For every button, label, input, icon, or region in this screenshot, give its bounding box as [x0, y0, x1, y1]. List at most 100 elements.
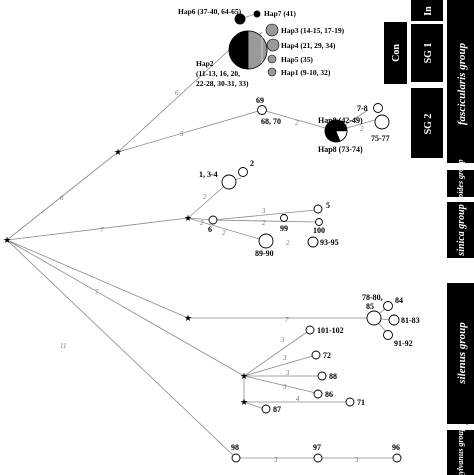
sg2-label: SG 2 [423, 114, 434, 135]
edge-mid-89 [187, 217, 267, 242]
label-hap2-line3: 22-28, 30-31, 33) [196, 79, 249, 88]
label-hap3: Hap3 (14-15, 17-19) [281, 26, 345, 35]
label-hap8-a: Hap8 (42-49) [318, 116, 363, 125]
median-vector-star: ★ [240, 397, 248, 407]
sinica-group-bar [447, 202, 474, 258]
median-vectors: ★ ★ ★ ★ ★ ★ [3, 147, 248, 407]
step-label: 3 [273, 456, 278, 464]
label-84: 84 [395, 296, 403, 305]
step-label: 4 [296, 395, 300, 403]
label-hap8-b: Hap8 (73-74) [318, 145, 363, 154]
node-hap8 [324, 119, 348, 143]
edge-6-5 [212, 209, 317, 221]
sylvanus-group-label: sylvanus group [456, 427, 465, 475]
edge-root-mid [6, 217, 189, 241]
sg1-label: SG 1 [423, 43, 434, 64]
label-hap6: Hap6 (37-40, 64-65) [178, 7, 242, 16]
step-label: 7 [285, 316, 289, 324]
sinica-group-label: sinica group [456, 204, 467, 256]
node-75-77 [374, 114, 390, 130]
label-99: 99 [280, 224, 288, 233]
node-71 [345, 397, 355, 407]
node-99 [280, 214, 288, 222]
edge-root-silenus [6, 239, 189, 319]
node-hap7 [253, 10, 261, 18]
step-label: 7 [100, 226, 104, 234]
step-label: 5 [180, 130, 184, 138]
edge-root-98 [6, 239, 237, 459]
step-label: 3 [282, 354, 287, 362]
node-hap1 [267, 67, 277, 77]
node-93-95 [307, 236, 319, 248]
node-100 [315, 218, 323, 226]
fascicularis-group-bar [447, 0, 474, 163]
label-72: 72 [323, 351, 331, 360]
step-label: 2 [203, 193, 207, 201]
median-vector-star: ★ [3, 235, 11, 245]
fascicularis-group-label: fascicularis group [456, 42, 468, 125]
label-100: 100 [313, 226, 325, 235]
in-label: In [423, 6, 434, 16]
step-label: 6 [175, 89, 179, 97]
node-97 [313, 453, 323, 463]
step-label: 2 [360, 125, 364, 133]
edge-6-99 [212, 219, 318, 223]
label-hap2-line2: (11-13, 16, 20, [196, 69, 240, 78]
sg2-bar [411, 88, 443, 158]
step-label: 3 [282, 383, 287, 391]
label-hap5: Hap5 (35) [281, 55, 313, 64]
node-87 [261, 404, 271, 414]
label-1-3-4: 1, 3-4 [199, 170, 218, 179]
con-bar [384, 22, 407, 84]
label-hap1: Hap1 (9-10, 32) [281, 68, 331, 77]
label-5: 5 [326, 201, 330, 210]
node-86 [313, 389, 323, 399]
edge-mid-2 [187, 181, 230, 219]
in-bar [411, 0, 443, 21]
edge-fascicularis-sg2 [117, 109, 263, 153]
step-label: 3 [261, 207, 266, 215]
step-label: 3 [354, 456, 359, 464]
label-88: 88 [329, 372, 337, 381]
edge-root-sub [6, 239, 245, 377]
sg1-bar [411, 24, 443, 82]
node-89-90 [258, 233, 274, 249]
median-vector-star: ★ [184, 313, 192, 323]
label-96: 96 [392, 443, 400, 452]
label-68-70: 68, 70 [261, 117, 281, 126]
label-7-8: 7-8 [357, 104, 368, 113]
label-101-102: 101-102 [317, 326, 344, 335]
node-88 [317, 371, 327, 381]
haplotype-labels: Hap6 (37-40, 64-65) Hap7 (41) Hap3 (14-1… [178, 7, 420, 452]
node-hap6 [234, 13, 246, 25]
node-6 [208, 215, 218, 225]
label-91-92: 91-92 [394, 339, 413, 348]
step-label: 7 [95, 288, 99, 296]
node-91-92 [383, 330, 393, 340]
label-81-83: 81-83 [401, 316, 420, 325]
label-71: 71 [357, 398, 365, 407]
sylvanus-group-bar [447, 430, 474, 475]
edge-sg2-hap8 [261, 109, 337, 132]
node-2 [238, 167, 248, 177]
label-75-77: 75-77 [371, 134, 390, 143]
node-1-3-4 [221, 174, 237, 190]
step-label: 2 [262, 219, 266, 227]
edge-sub-72 [243, 354, 317, 377]
median-vector-star: ★ [184, 213, 192, 223]
node-81-83 [388, 314, 400, 326]
silenus-group-label: silenus group [456, 322, 468, 385]
node-84 [383, 301, 393, 311]
label-hap2: Hap2 [196, 59, 214, 68]
label-93-95: 93-95 [320, 238, 339, 247]
label-6: 6 [208, 225, 212, 234]
label-97: 97 [313, 443, 321, 452]
step-label: 6 [60, 194, 64, 202]
plus-sign: + [464, 417, 470, 429]
node-96 [392, 453, 402, 463]
node-5 [313, 204, 323, 214]
label-hap7: Hap7 (41) [264, 9, 296, 18]
step-label: 2 [295, 119, 299, 127]
node-hap4 [266, 38, 280, 52]
